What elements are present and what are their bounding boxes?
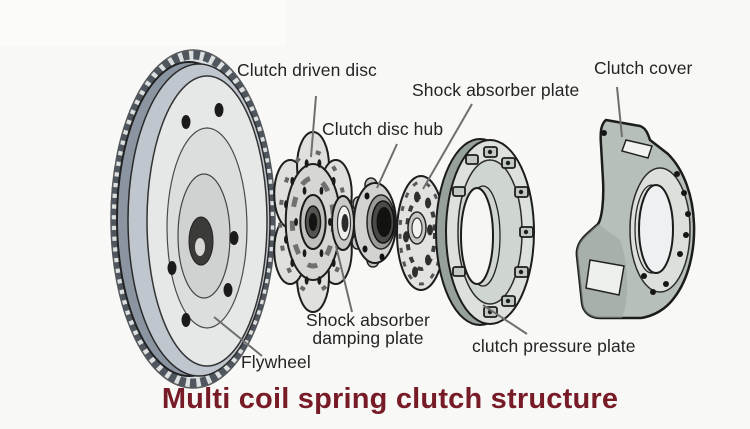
label-clutch-disc-hub: Clutch disc hub	[322, 119, 444, 139]
clutch-cover-drawing	[575, 118, 696, 320]
flywheel-bolt-holes	[167, 103, 239, 327]
label-flywheel: Flywheel	[241, 352, 311, 372]
cover-top-cutout	[621, 139, 653, 159]
clutch-disc-hub-drawing	[351, 177, 397, 268]
label-clutch-cover: Clutch cover	[594, 58, 693, 78]
pressure-plate-lug-bolts	[487, 149, 529, 315]
bearing-ring-drawing	[331, 195, 355, 251]
label-shock-absorber-damping-plate: Shock absorber damping plate	[296, 311, 440, 347]
leader-line-driven-disc	[310, 95, 317, 158]
cover-bolt-holes	[601, 130, 691, 295]
flywheel-drawing	[110, 49, 276, 389]
label-clutch-pressure-plate: clutch pressure plate	[472, 336, 636, 356]
damping-plate-holes	[403, 191, 433, 278]
cover-side-cutout	[585, 259, 625, 296]
leader-lines	[213, 86, 623, 357]
leader-line-shock-absorber-plate	[422, 103, 473, 190]
label-shock-absorber-plate: Shock absorber plate	[412, 80, 580, 100]
leader-line-damping-plate	[335, 245, 353, 313]
leader-line-clutch-cover	[616, 86, 623, 138]
label-damping-line2: damping plate	[312, 328, 424, 348]
background-highlight-strip	[0, 0, 286, 46]
leader-line-flywheel	[213, 316, 263, 357]
diagram-title: Multi coil spring clutch structure	[161, 383, 619, 415]
flywheel-gear-teeth	[110, 50, 276, 388]
leader-line-disc-hub	[376, 143, 398, 189]
label-clutch-driven-disc: Clutch driven disc	[237, 60, 377, 80]
leader-line-pressure-plate	[482, 304, 528, 335]
pressure-plate-drawing	[435, 138, 535, 326]
label-damping-line1: Shock absorber	[306, 310, 430, 330]
